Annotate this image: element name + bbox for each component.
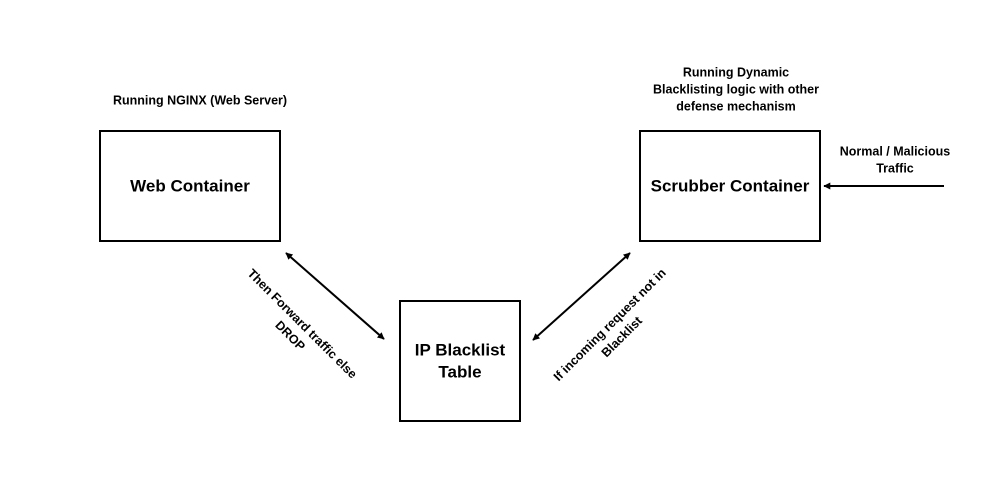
web-blacklist-edge-label: Then Forward traffic else DROP [245,266,360,381]
scrubber-note-line-1: Running Dynamic [683,65,789,79]
web-server-note: Running NGINX (Web Server) [113,93,287,107]
ip-blacklist-label-line-2: Table [438,362,481,381]
web-container-node[interactable]: Web Container [99,130,281,242]
blacklist-scrubber-arrow [532,252,631,341]
scrubber-container-box [639,130,821,242]
web-blacklist-edge-label-line-1: Then Forward traffic else [245,266,360,381]
web-blacklist-arrow [285,252,385,340]
traffic-note-line-1: Normal / Malicious [840,144,950,158]
web-container-label: Web Container [130,176,250,195]
scrubber-container-label: Scrubber Container [651,176,810,195]
scrubber-blacklist-edge-label: If incoming request not in Blacklist [551,266,669,384]
scrubber-note-line-2: Blacklisting logic with other [653,82,819,96]
web-container-box [99,130,281,242]
scrubber-container-node[interactable]: Scrubber Container [639,130,821,242]
scrubber-note-line-3: defense mechanism [676,99,796,113]
scrubber-blacklist-edge-label-line-1: If incoming request not in [551,266,669,384]
ip-blacklist-label-line-1: IP Blacklist [415,340,506,359]
ip-blacklist-box [399,300,521,422]
traffic-note-line-2: Traffic [876,161,914,175]
ip-blacklist-node[interactable]: IP Blacklist Table [399,300,521,422]
